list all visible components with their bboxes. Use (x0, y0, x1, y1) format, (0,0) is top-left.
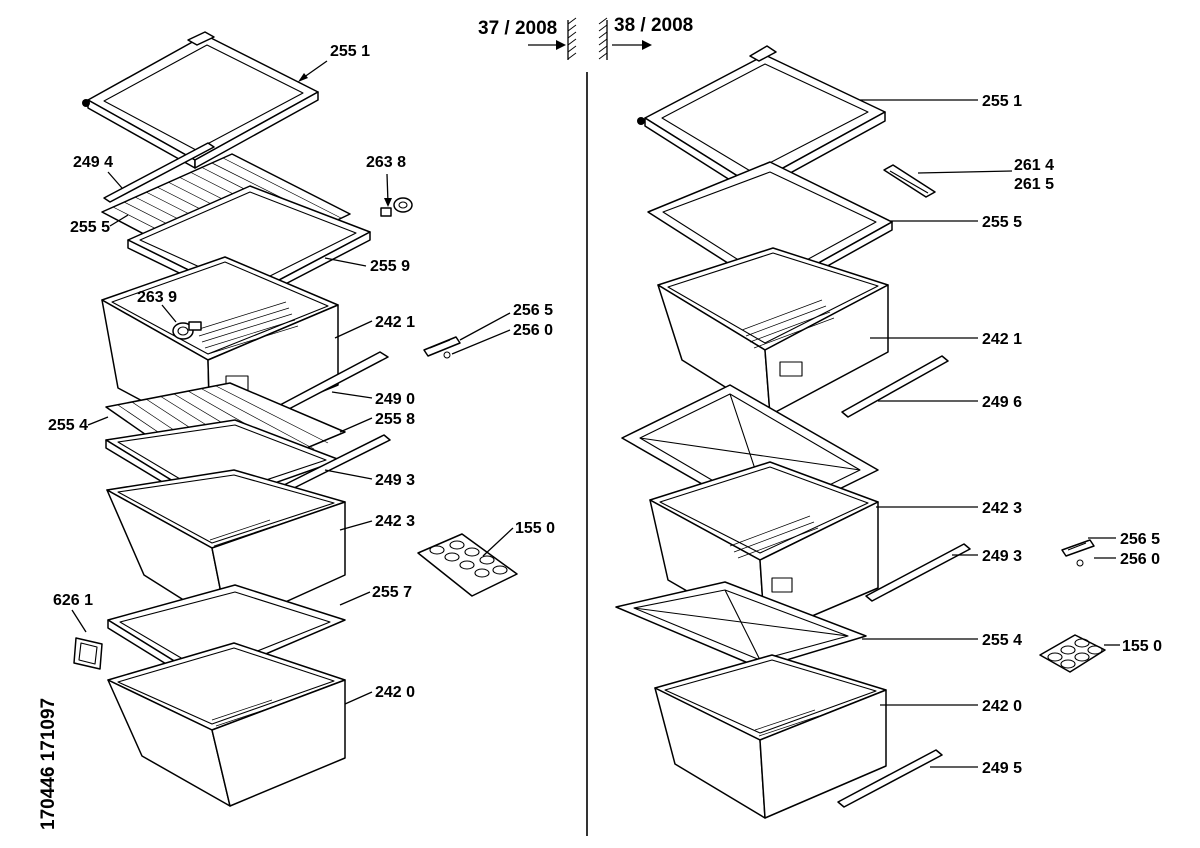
side-code: 170446 171097 (38, 698, 59, 830)
left-clip-6261 (73, 637, 103, 670)
label-left-2638: 263 8 (366, 154, 406, 171)
arrow-into-wall-icon (528, 40, 566, 50)
label-left-2560: 256 0 (513, 322, 553, 339)
left-hinge-2565 (423, 336, 461, 359)
left-assembly: 255 1 249 4 263 8 255 5 255 9 263 9 256 … (48, 31, 555, 807)
label-right-2493: 249 3 (982, 548, 1022, 565)
right-bracket-2614 (883, 164, 936, 198)
label-left-1550: 155 0 (515, 520, 555, 537)
right-hinge-2565 (1061, 539, 1095, 567)
right-divider-tray-2554 (615, 581, 867, 669)
label-left-2490: 249 0 (375, 391, 415, 408)
left-egg-tray (417, 533, 518, 597)
label-right-2614: 261 4 (1014, 157, 1054, 174)
left-drawer-2420 (107, 642, 346, 807)
right-drawer-2421 (657, 247, 889, 416)
label-left-2565: 256 5 (513, 302, 553, 319)
arrow-out-of-wall-icon (612, 40, 652, 50)
left-knob-2639 (172, 321, 202, 340)
label-right-2423: 242 3 (982, 500, 1022, 517)
label-left-2493: 249 3 (375, 472, 415, 489)
version-header: 37 / 2008 38 / 2008 (478, 15, 693, 60)
label-right-2420: 242 0 (982, 698, 1022, 715)
header-right-date: 38 / 2008 (614, 15, 693, 36)
label-right-2554: 255 4 (982, 632, 1022, 649)
label-left-2421: 242 1 (375, 314, 415, 331)
label-right-2496: 249 6 (982, 394, 1022, 411)
right-leader-lines (860, 99, 1120, 768)
right-strip-2493 (865, 543, 971, 602)
left-top-shelf-frame (82, 31, 319, 169)
label-right-2565: 256 5 (1120, 531, 1160, 548)
label-right-2551: 255 1 (982, 93, 1022, 110)
label-right-2495: 249 5 (982, 760, 1022, 777)
label-left-2557: 255 7 (372, 584, 412, 601)
label-left-2554: 255 4 (48, 417, 88, 434)
right-strip-2496 (841, 355, 949, 418)
header-left-date: 37 / 2008 (478, 18, 557, 39)
right-egg-tray (1039, 634, 1106, 673)
label-left-2423: 242 3 (375, 513, 415, 530)
label-left-2494: 249 4 (73, 154, 113, 171)
hatched-wall-right (598, 17, 608, 60)
label-left-2639: 263 9 (137, 289, 177, 306)
label-left-6261: 626 1 (53, 592, 93, 609)
label-left-2558: 255 8 (375, 411, 415, 428)
label-left-2555: 255 5 (70, 219, 110, 236)
left-knob-2638 (380, 197, 413, 217)
label-right-1550: 155 0 (1122, 638, 1162, 655)
label-left-2559: 255 9 (370, 258, 410, 275)
label-right-2615: 261 5 (1014, 176, 1054, 193)
label-left-2551: 255 1 (330, 43, 370, 60)
right-assembly: 255 1 261 4 261 5 255 5 242 1 249 6 242 … (615, 45, 1162, 819)
label-right-2421: 242 1 (982, 331, 1022, 348)
right-strip-2495 (837, 749, 943, 808)
left-strip-2494 (103, 142, 215, 203)
hatched-wall-left (567, 17, 577, 60)
label-right-2555: 255 5 (982, 214, 1022, 231)
label-right-2560: 256 0 (1120, 551, 1160, 568)
left-leader-lines (71, 60, 514, 705)
right-drawer-2420 (654, 654, 887, 819)
label-left-2420: 242 0 (375, 684, 415, 701)
